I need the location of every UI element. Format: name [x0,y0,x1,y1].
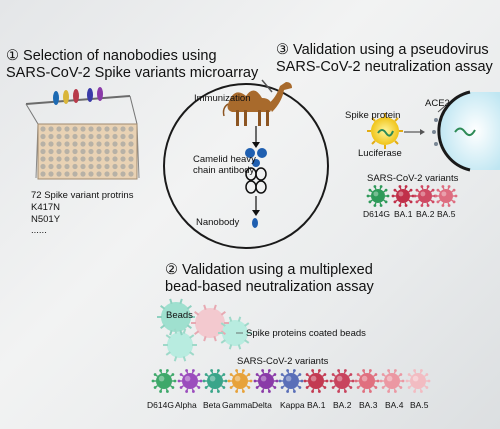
microarray-illustration [25,87,140,180]
microarray-spots [40,126,134,177]
step2-number: ② [165,262,178,278]
section1-title-line2: SARS-CoV-2 Spike variants microarray [6,65,259,81]
nanobody-icon [252,218,258,228]
mutation-2: N501Y [31,214,61,225]
variant-label-ba2: BA.2 [416,209,435,219]
bead-variant-label-beta: Beta [203,400,221,410]
bead-variant-label-ba1: BA.1 [307,400,326,410]
bead-variant-label-kappa: Kappa [280,400,305,410]
virus-icon-d614g [151,369,177,393]
immunization-circle [163,79,329,249]
virus-icon-ba1 [303,369,329,393]
beads-illustration [157,298,252,362]
virus-icon-d614g [366,185,390,207]
luciferase-virus-icon [367,113,403,149]
spike-protein-label: Spike protein [345,110,401,121]
bead-variant-label-alpha: Alpha [175,400,197,410]
beads-label: Beads [166,310,193,321]
spike-molecules-icon [53,87,103,105]
virus-icon-beta [202,369,228,393]
luciferase-label: Luciferase [358,148,402,159]
camel-icon [222,79,292,126]
virus-icon-ba5 [405,369,431,393]
section3-title-line1: Validation using a pseudovirus [293,42,489,58]
pseudovirus-illustration [367,90,500,172]
host-cell-icon [432,90,500,172]
array-label: 72 Spike variant protrins [31,190,134,201]
virus-icon-ba1 [391,185,415,207]
bead-variant-label-ba3: BA.3 [359,400,378,410]
antibody-label-line1: Camelid heavy [193,154,256,165]
variant-label-ba5: BA.5 [437,209,456,219]
immunization-label: Immunization [194,93,251,104]
nanobody-label: Nanobody [196,217,240,228]
variant-label-d614g: D614G [363,209,390,219]
antibody-label-line2: chain antibody [193,165,255,176]
section2-title: ② Validation using a multiplexed [165,262,373,279]
mutation-1: K417N [31,202,61,213]
ace2-label: ACE2 [425,98,450,109]
virus-icon-ba3 [354,369,380,393]
virus-icon-delta [253,369,279,393]
virus-icon-ba2 [329,369,355,393]
section2-title-line2: bead-based neutralization assay [165,279,374,295]
bead-variant-label-ba5: BA.5 [410,400,429,410]
virus-icon-ba4 [379,369,405,393]
virus-icon-alpha [177,369,203,393]
mutation-ellipsis: ...... [31,225,47,236]
bead-variant-label-ba4: BA.4 [385,400,404,410]
step1-number: ① [6,48,19,64]
heavy-chain-antibody-icon [245,148,267,194]
bead-variant-label-d614g: D614G [147,400,174,410]
section3-title: ③ Validation using a pseudovirus [276,42,489,59]
variant-label-ba1: BA.1 [394,209,413,219]
section1-title: ① Selection of nanobodies using [6,48,217,65]
pseudovirus-variant-icons [366,185,458,207]
section3-variants-title: SARS-CoV-2 variants [367,173,459,184]
bead-variant-icons [151,369,431,393]
section1-title-line1: Selection of nanobodies using [23,48,217,64]
virus-icon-kappa [278,369,304,393]
virus-icon-ba5 [434,185,458,207]
bead-variant-label-delta: Delta [252,400,272,410]
section2-title-line1: Validation using a multiplexed [182,262,373,278]
coated-beads-label: Spike proteins coated beads [246,328,366,339]
virus-icon-ba2 [413,185,437,207]
bead-variant-label-ba2: BA.2 [333,400,352,410]
step3-number: ③ [276,42,289,58]
bead-variant-label-gamma: Gamma [222,400,253,410]
section3-title-line2: SARS-CoV-2 neutralization assay [276,59,493,75]
section2-variants-title: SARS-CoV-2 variants [237,356,329,367]
virus-icon-gamma [227,369,253,393]
